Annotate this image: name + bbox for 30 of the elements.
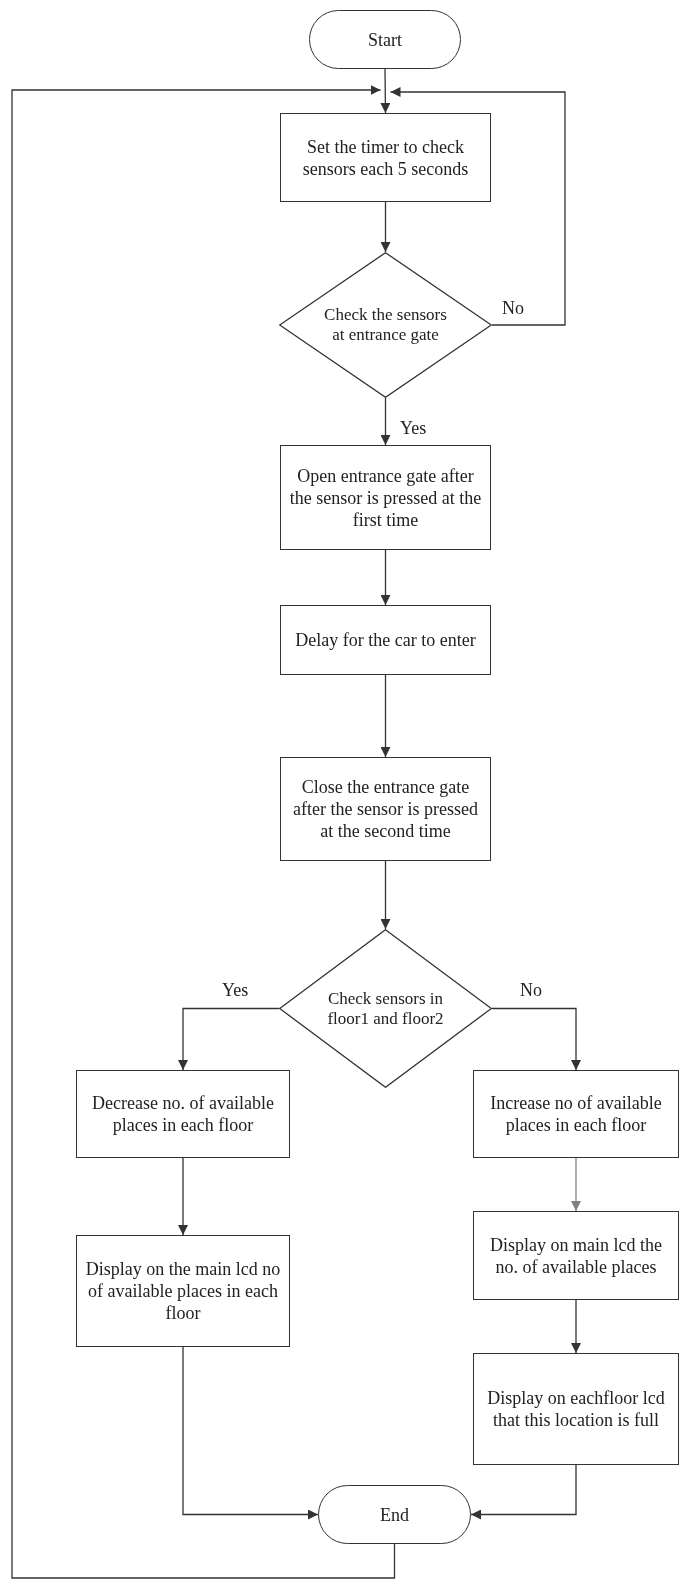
arrow	[571, 1299, 581, 1354]
arrow	[380, 549, 391, 606]
process-box: Display on eachfloor lcd that this location is full	[473, 1353, 679, 1465]
decision-text: Check the sensors at entrance gate	[323, 305, 448, 345]
arrow	[380, 68, 391, 114]
arrow	[380, 201, 391, 253]
process-box: Display on the main lcd no of available places in each floor	[76, 1235, 290, 1347]
decision-text: Check sensors in floor1 and floor2	[326, 988, 445, 1029]
arrow	[380, 397, 391, 446]
arrow	[470, 1464, 577, 1520]
decision-diamond	[279, 929, 492, 1088]
arrow	[491, 1007, 581, 1071]
arrow	[380, 860, 391, 930]
arrow	[11, 85, 396, 1579]
arrow	[178, 1007, 280, 1071]
process-box: Increase no of available places in each floor	[473, 1070, 679, 1158]
arrow	[182, 1346, 319, 1520]
process-box: Display on main lcd the no. of available places	[473, 1211, 679, 1300]
arrow	[178, 1157, 188, 1236]
arrow	[380, 674, 391, 758]
process-box: Open entrance gate after the sensor is pressed at the first time	[280, 445, 491, 550]
terminal-box: Start	[309, 10, 461, 69]
process-box: Close the entrance gate after the sensor is pressed at the second time	[280, 757, 491, 861]
terminal-box: End	[318, 1485, 471, 1544]
arrow	[571, 1157, 581, 1212]
process-box: Set the timer to check sensors each 5 seconds	[280, 113, 491, 202]
process-box: Delay for the car to enter	[280, 605, 491, 675]
decision-diamond	[279, 252, 492, 398]
process-box: Decrease no. of available places in each floor	[76, 1070, 290, 1158]
arrow	[389, 87, 566, 326]
